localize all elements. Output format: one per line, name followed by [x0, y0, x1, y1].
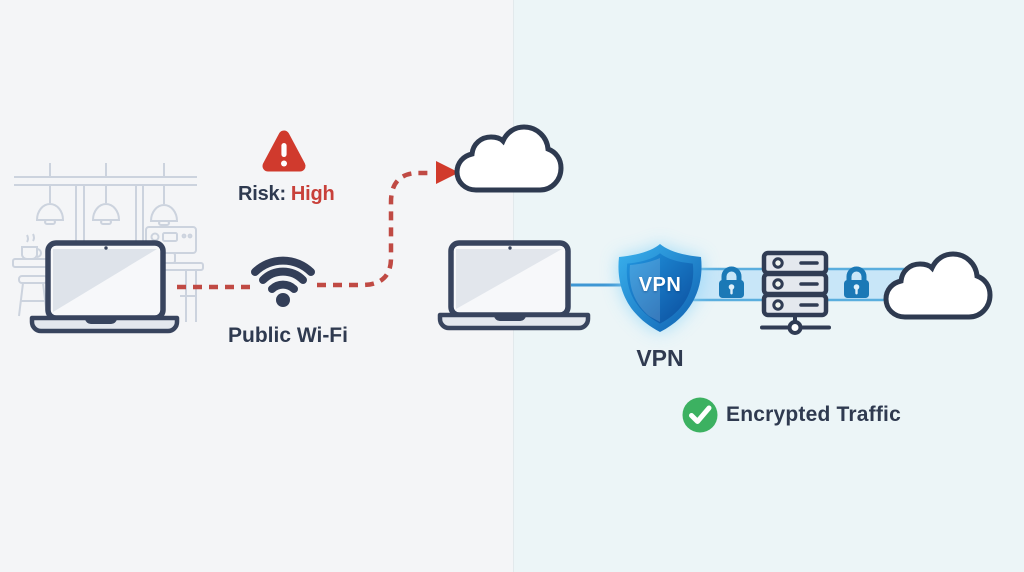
laptop-icon-left	[29, 240, 180, 334]
cloud-icon-secured	[886, 254, 990, 317]
risky-arrowhead-icon	[436, 161, 459, 184]
shield-vpn-text: VPN	[638, 274, 682, 296]
laptop-icon-right	[437, 240, 591, 331]
wifi-icon	[251, 256, 315, 307]
lock-icon-2	[844, 266, 869, 298]
pendant-lamp-icon	[149, 185, 179, 226]
risky-connection-dashed-line	[177, 170, 434, 290]
coffee-machine-icon	[138, 226, 204, 322]
vpn-shield-icon	[618, 244, 702, 332]
coffee-cup-icon	[12, 233, 50, 268]
public-wifi-label: Public Wi-Fi	[228, 324, 348, 347]
risk-label: Risk:High	[238, 183, 335, 206]
risk-label-value: High	[290, 183, 335, 205]
encrypted-traffic-label: Encrypted Traffic	[726, 403, 901, 426]
pendant-lamp-icon	[91, 185, 121, 225]
vpn-label: VPN	[636, 345, 684, 371]
lock-icon-1	[719, 266, 744, 298]
check-circle-icon	[682, 397, 718, 433]
pendant-lamp-icon	[35, 185, 65, 225]
cloud-icon-unsecured	[457, 127, 561, 190]
risk-label-prefix: Risk:	[238, 183, 286, 205]
warning-triangle-icon	[262, 130, 306, 172]
server-stack-icon	[760, 250, 831, 335]
stool	[18, 275, 48, 317]
